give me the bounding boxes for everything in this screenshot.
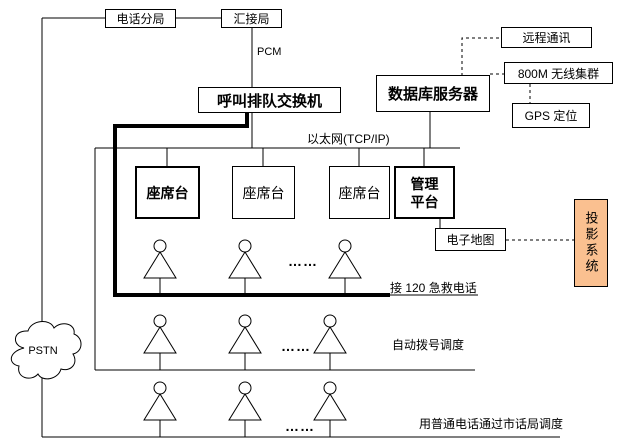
remote-comm-box: 远程通讯 [501,27,592,48]
agent-console-box-1: 座席台 [135,166,200,219]
phone-icon [328,239,362,295]
phone-icon [228,314,262,370]
phone-icon [313,314,347,370]
phone-icons-row1 [143,239,362,295]
agent-console-box-2: 座席台 [232,166,295,219]
pcm-label: PCM [257,46,282,58]
phone-icons-row2 [143,314,347,370]
management-platform-box: 管理 平台 [394,166,455,219]
management-platform-label: 管理 平台 [411,175,439,211]
wireless-trunk-box: 800M 无线集群 [504,62,613,84]
phone-icon [143,239,177,295]
phone-branch-box: 电话分局 [105,9,176,28]
connector-lines [41,17,560,438]
phone-icon [228,381,262,437]
phone-icon [228,239,262,295]
management-line2: 平台 [410,193,439,210]
projection-system-box: 投影系统 [574,199,608,287]
phone-icon [143,314,177,370]
pstn-label: PSTN [28,345,58,357]
emergency-trunk-line [113,112,390,297]
call-queue-switch-box: 呼叫排队交换机 [198,87,341,113]
emergency-line-label: 接 120 急救电话 [390,281,477,295]
tandem-office-box: 汇接局 [221,9,282,28]
dashed-links [461,37,574,241]
gps-box: GPS 定位 [512,103,590,128]
pstn-cloud-shape [10,321,82,380]
ellipsis-row3: …… [285,418,315,434]
phone-icon [143,381,177,437]
phone-icons-row3 [143,381,347,437]
database-server-box: 数据库服务器 [376,75,490,112]
agent-console-box-3: 座席台 [329,166,390,219]
management-line1: 管理 [410,175,439,192]
autodial-label: 自动拨号调度 [392,338,465,352]
ellipsis-row2: …… [281,338,311,354]
electronic-map-box: 电子地图 [435,228,506,251]
ordinary-phone-label: 用普通电话通过市话局调度 [419,417,564,431]
ellipsis-row1: …… [288,253,318,269]
phone-icon [313,381,347,437]
ethernet-label: 以太网(TCP/IP) [307,132,390,146]
